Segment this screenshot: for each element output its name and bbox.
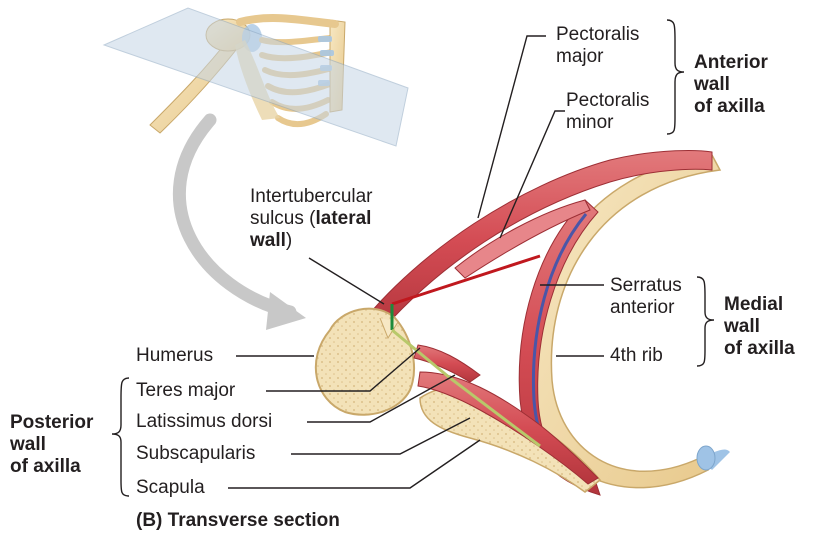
skeleton-inset bbox=[102, 7, 409, 147]
pectoralis-minor-muscle bbox=[454, 199, 591, 279]
intertubercular-sulcus-text: sulcus ( bbox=[250, 208, 316, 229]
leader-pectoralis-major bbox=[477, 35, 546, 219]
brackets bbox=[111, 19, 715, 497]
medial-line2: wall bbox=[724, 316, 760, 337]
serratus-line2: anterior bbox=[610, 297, 675, 318]
group-anterior-wall: Anterior wall of axilla bbox=[694, 52, 768, 118]
intertubercular-line1: Intertubercular bbox=[250, 186, 373, 207]
group-posterior-wall: Posterior wall of axilla bbox=[10, 412, 93, 478]
label-fourth-rib: 4th rib bbox=[610, 345, 663, 366]
label-latissimus-dorsi: Latissimus dorsi bbox=[136, 411, 273, 432]
anterior-bracket bbox=[666, 19, 685, 135]
direction-arrow bbox=[173, 113, 306, 330]
medial-line3: of axilla bbox=[724, 338, 795, 359]
pectoralis-major-line1: Pectoralis bbox=[556, 24, 640, 45]
serratus-line1: Serratus bbox=[610, 275, 682, 296]
label-humerus: Humerus bbox=[136, 345, 214, 366]
label-scapula: Scapula bbox=[136, 477, 205, 498]
fourth-rib-bone bbox=[529, 154, 730, 489]
posterior-line3: of axilla bbox=[10, 456, 81, 477]
medial-bracket bbox=[696, 276, 715, 367]
group-medial-wall: Medial wall of axilla bbox=[724, 294, 795, 360]
anterior-line3: of axilla bbox=[694, 96, 765, 117]
pectoralis-major-muscle bbox=[359, 149, 713, 331]
leader-lines bbox=[228, 35, 604, 489]
label-serratus-anterior: Serratus anterior bbox=[610, 275, 682, 319]
intertubercular-lateral-text: lateral bbox=[315, 208, 372, 229]
posterior-line2: wall bbox=[10, 434, 46, 455]
label-pectoralis-major: Pectoralis major bbox=[556, 24, 639, 68]
posterior-wall-structures bbox=[413, 344, 602, 493]
posterior-bracket bbox=[111, 377, 130, 497]
label-subscapularis: Subscapularis bbox=[136, 443, 256, 464]
anterior-line1: Anterior bbox=[694, 52, 768, 73]
anterior-line2: wall bbox=[694, 74, 730, 95]
leader-pectoralis-minor bbox=[499, 110, 565, 239]
intertubercular-paren-text: ) bbox=[285, 230, 293, 251]
intertubercular-wall-text: wall bbox=[250, 230, 286, 251]
medial-line1: Medial bbox=[724, 294, 784, 315]
pectoralis-major-line2: major bbox=[556, 46, 604, 67]
figure-caption: (B) Transverse section bbox=[136, 510, 340, 531]
humerus-section bbox=[314, 307, 416, 416]
pectoralis-minor-line2: minor bbox=[566, 112, 614, 133]
pectoralis-minor-line1: Pectoralis bbox=[566, 90, 650, 111]
posterior-line1: Posterior bbox=[10, 412, 94, 433]
leader-teres-major bbox=[266, 347, 421, 392]
leader-scapula bbox=[228, 439, 481, 489]
leader-intertubercular bbox=[308, 257, 385, 305]
leader-subscapularis bbox=[291, 417, 471, 455]
leader-latissimus bbox=[307, 374, 456, 423]
label-intertubercular: Intertubercular sulcus (lateral wall) bbox=[250, 186, 373, 252]
label-pectoralis-minor: Pectoralis minor bbox=[566, 90, 649, 134]
label-teres-major: Teres major bbox=[136, 380, 236, 401]
